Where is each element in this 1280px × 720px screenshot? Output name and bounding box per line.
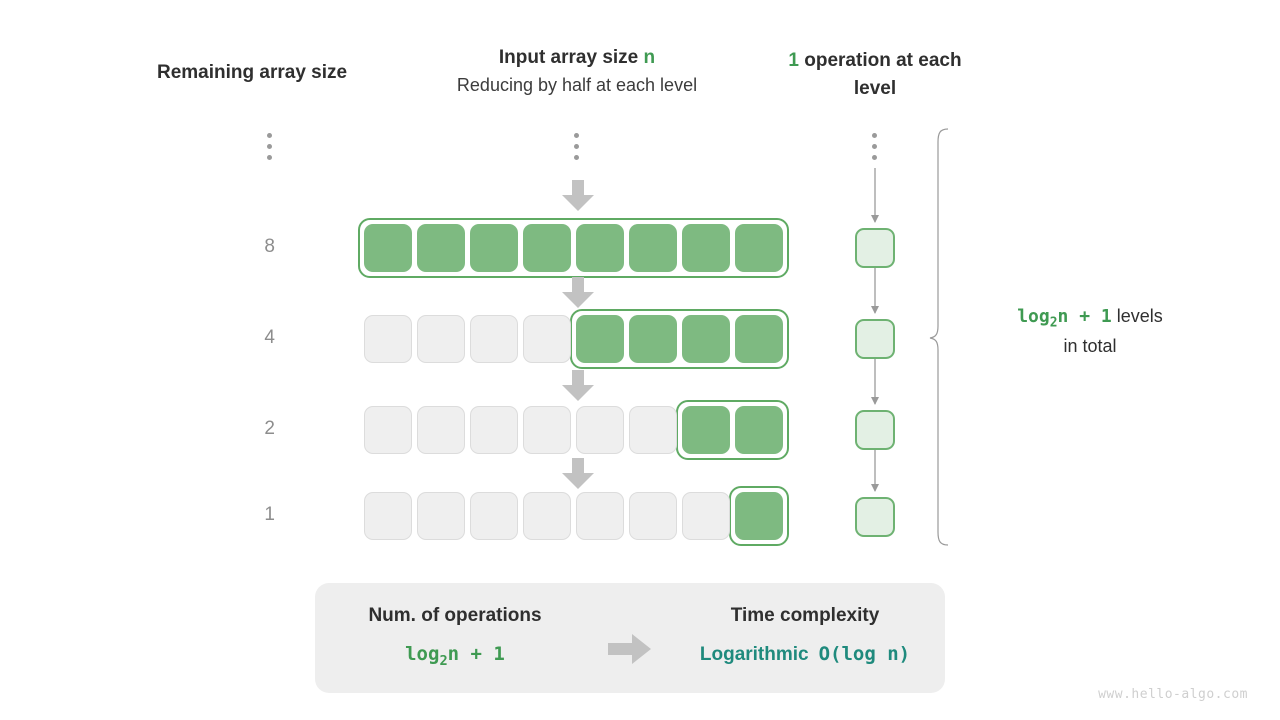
row-label-8: 8 [264, 236, 275, 257]
operation-box-level-2 [855, 319, 895, 359]
dot-icon [872, 155, 877, 160]
dot-icon [872, 144, 877, 149]
total-levels-annotation: log2n + 1 levels in total [975, 303, 1205, 360]
dot-icon [267, 155, 272, 160]
array-cell-inactive [417, 315, 465, 363]
summary-complexity-code: O(log n) [818, 643, 911, 665]
header-input-title: Input array size n [377, 47, 777, 69]
header-input-subtitle: Reducing by half at each level [456, 75, 698, 95]
array-cell-inactive [629, 406, 677, 454]
array-cell-inactive [576, 406, 624, 454]
header-operations-count: 1 [788, 50, 799, 71]
active-segment-outline-1 [729, 486, 789, 546]
array-cell-active [470, 224, 518, 272]
array-cell-inactive [364, 492, 412, 540]
total-levels-line1: log2n + 1 levels [975, 303, 1205, 333]
array-cell-inactive [417, 406, 465, 454]
ellipsis-row-label-column [267, 133, 272, 160]
summary-right-arrow-icon [608, 634, 651, 664]
array-cell-inactive [682, 492, 730, 540]
halving-arrow-icon-3 [562, 458, 594, 489]
array-cell-inactive [576, 492, 624, 540]
header-input-title-var: n [643, 47, 656, 68]
summary-box: Num. of operations log2n + 1 Time comple… [315, 583, 945, 693]
summary-complexity-value: Logarithmic O(log n) [665, 643, 945, 666]
array-cell-inactive [523, 492, 571, 540]
array-cell-inactive [470, 315, 518, 363]
operation-box-level-3 [855, 410, 895, 450]
array-cell-active [576, 224, 624, 272]
array-cell-active [523, 224, 571, 272]
halving-arrow-icon-top [562, 180, 594, 211]
total-levels-line2: in total [1063, 336, 1117, 357]
summary-complexity-title: Time complexity [730, 605, 880, 626]
operation-box-level-4 [855, 497, 895, 537]
row-label-1: 1 [264, 504, 275, 525]
summary-operations-value: log2n + 1 [405, 643, 505, 669]
dot-icon [574, 155, 579, 160]
array-cell-inactive [523, 315, 571, 363]
array-cell-inactive [523, 406, 571, 454]
header-operations-per-level: 1 operation at each level [780, 47, 970, 102]
array-cell-inactive [470, 492, 518, 540]
array-cell-active [735, 224, 783, 272]
row-label-4: 4 [264, 327, 275, 348]
watermark: www.hello-algo.com [1098, 687, 1248, 702]
ellipsis-array-column [574, 133, 579, 160]
array-cell-inactive [364, 315, 412, 363]
dot-icon [267, 133, 272, 138]
row-label-2: 2 [264, 418, 275, 439]
array-cell-active [629, 224, 677, 272]
array-cell-active [682, 224, 730, 272]
array-cell-inactive [629, 492, 677, 540]
halving-arrow-icon-1 [562, 277, 594, 308]
array-cell-inactive [417, 492, 465, 540]
dot-icon [267, 144, 272, 149]
summary-complexity-word: Logarithmic [699, 644, 809, 665]
operation-box-level-1 [855, 228, 895, 268]
header-input-title-text: Input array size [498, 47, 644, 68]
total-levels-text1: levels [1111, 306, 1163, 326]
array-cell-active [682, 406, 730, 454]
array-cell-active [576, 315, 624, 363]
array-cell-active [735, 492, 783, 540]
summary-operations-title: Num. of operations [368, 605, 542, 626]
active-segment-outline-2 [676, 400, 789, 460]
dot-icon [574, 133, 579, 138]
array-cell-active [735, 406, 783, 454]
summary-complexity-column: Time complexity Logarithmic O(log n) [665, 605, 945, 666]
array-cell-active [735, 315, 783, 363]
header-operations-text: operation at each level [798, 50, 962, 99]
header-remaining-array-size: Remaining array size [157, 62, 348, 83]
dot-icon [872, 133, 877, 138]
array-cell-active [682, 315, 730, 363]
ellipsis-operation-column [872, 133, 877, 160]
summary-operations-column: Num. of operations log2n + 1 [315, 605, 595, 669]
header-input-array-size: Input array size n Reducing by half at e… [377, 47, 777, 96]
array-cell-active [364, 224, 412, 272]
array-cell-inactive [364, 406, 412, 454]
array-cell-inactive [470, 406, 518, 454]
active-segment-outline-4 [570, 309, 789, 369]
array-cell-active [417, 224, 465, 272]
total-levels-formula: log2n + 1 [1017, 306, 1112, 331]
dot-icon [574, 144, 579, 149]
halving-arrow-icon-2 [562, 370, 594, 401]
array-cell-active [629, 315, 677, 363]
